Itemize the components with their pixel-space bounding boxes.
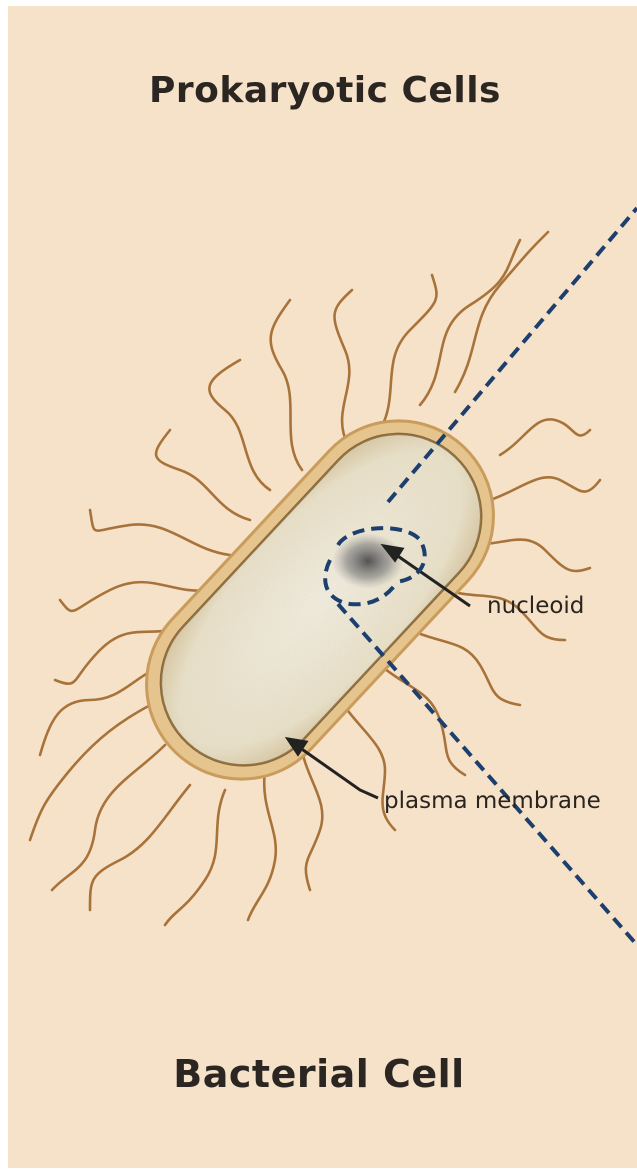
diagram-title: Prokaryotic Cells: [0, 70, 637, 111]
plasma-membrane-arrow: [288, 739, 378, 798]
plasma-membrane-label: plasma membrane: [384, 788, 601, 814]
diagram-caption: Bacterial Cell: [0, 1052, 637, 1096]
nucleoid-label: nucleoid: [487, 593, 584, 619]
